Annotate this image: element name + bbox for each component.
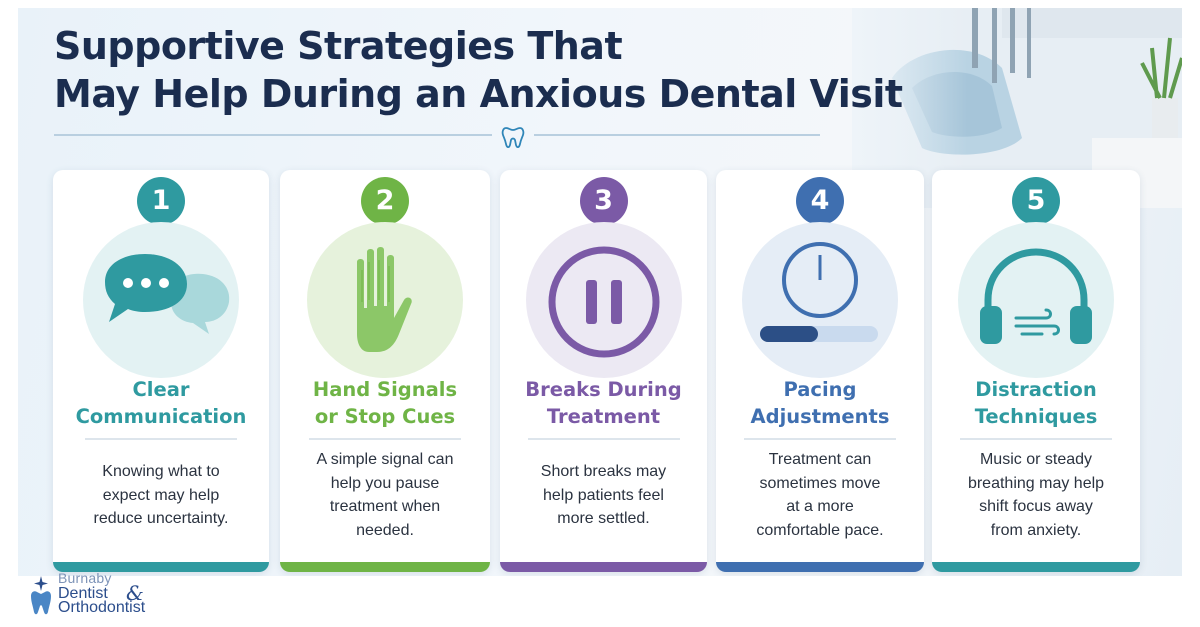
card-desc-line: A simple signal can: [316, 451, 454, 468]
card-title-line-2: Adjustments: [750, 405, 890, 428]
strategy-card-4: 4 Pacing Adjustments Treatment can somet…: [716, 170, 924, 572]
card-desc-line: comfortable pace.: [756, 521, 884, 539]
card-description: A simple signal can help you pause treat…: [290, 448, 480, 542]
card-accent-bar: [932, 562, 1140, 572]
strategy-card-5: 5 Distraction Techniques Music or steady…: [932, 170, 1140, 572]
title-line-1: Supportive Strategies That: [54, 24, 623, 68]
card-title: Clear Communication: [53, 376, 269, 430]
card-title-line-2: Treatment: [546, 405, 661, 428]
card-desc-line: at a more: [786, 498, 854, 515]
clock-icon: [760, 242, 878, 342]
card-description: Treatment can sometimes move at a more c…: [726, 448, 914, 542]
strategy-card-3: 3 Breaks During Treatment Short breaks m…: [500, 170, 707, 572]
pause-icon: [548, 246, 659, 358]
card-description: Music or steady breathing may help shift…: [942, 448, 1130, 542]
card-desc-line: from anxiety.: [990, 521, 1082, 539]
card-icon-circle: [958, 222, 1114, 378]
card-title-line-2: Techniques: [974, 405, 1098, 428]
card-icon-circle: [307, 222, 463, 378]
card-desc-line: shift focus away: [979, 498, 1093, 515]
card-title: Hand Signals or Stop Cues: [280, 376, 490, 430]
card-accent-bar: [280, 562, 490, 572]
card-title-line-1: Pacing: [783, 378, 857, 401]
card-separator: [309, 438, 461, 440]
card-icon-circle: [742, 222, 898, 378]
card-desc-line: help you pause: [330, 474, 440, 492]
card-accent-bar: [500, 562, 707, 572]
card-desc-line: breathing may help: [967, 474, 1105, 492]
logo-text-dentist: Dentist: [58, 585, 108, 602]
card-number-badge: 1: [137, 177, 185, 225]
card-desc-line: help patients feel: [543, 486, 664, 504]
card-separator: [744, 438, 896, 440]
logo-text-burnaby: Burnaby: [58, 570, 112, 586]
card-title: Breaks During Treatment: [500, 376, 707, 430]
card-number-badge: 3: [579, 177, 628, 225]
card-title: Pacing Adjustments: [716, 376, 924, 430]
strategy-card-1: 1 Clear Communication Knowing what to ex…: [53, 170, 269, 572]
card-desc-line: expect may help: [102, 486, 220, 504]
card-desc-line: sometimes move: [759, 474, 881, 492]
chat-bubbles-icon: [105, 254, 230, 334]
card-accent-bar: [716, 562, 924, 572]
card-icon-circle: [525, 222, 682, 378]
card-title-line-2: or Stop Cues: [314, 405, 456, 428]
card-accent-bar: [53, 562, 269, 572]
card-separator: [85, 438, 237, 440]
card-title-line-1: Clear: [132, 378, 190, 401]
card-number-badge: 4: [796, 177, 844, 225]
card-desc-line: reduce uncertainty.: [93, 510, 229, 527]
card-number-badge: 5: [1012, 177, 1060, 225]
card-desc-line: Music or steady: [979, 451, 1093, 468]
card-desc-line: Short breaks may: [540, 463, 667, 480]
logo-text-ampersand: &: [126, 581, 144, 605]
raised-hand-icon: [357, 247, 412, 352]
card-number-badge: 2: [361, 177, 409, 225]
card-title-line-1: Hand Signals: [312, 378, 458, 401]
card-title-line-2: Communication: [75, 405, 247, 428]
infographic-canvas: Supportive Strategies That May Help Duri…: [18, 8, 1182, 576]
card-desc-line: treatment when: [329, 498, 441, 515]
tooth-icon: [501, 127, 525, 149]
card-title-line-1: Breaks During: [525, 378, 682, 401]
card-desc-line: Knowing what to: [102, 463, 220, 480]
card-description: Short breaks may help patients feel more…: [510, 460, 697, 531]
title-divider-right: [534, 134, 820, 136]
card-title-line-1: Distraction: [975, 378, 1097, 401]
card-separator: [960, 438, 1112, 440]
title-divider-left: [54, 134, 492, 136]
strategy-card-2: 2 Hand Signals or Stop Cues A simple sig…: [280, 170, 490, 572]
card-separator: [527, 438, 680, 440]
card-description: Knowing what to expect may help reduce u…: [63, 460, 259, 531]
title-line-2: May Help During an Anxious Dental Visit: [54, 72, 903, 116]
clinic-logo: Burnaby Dentist & Orthodontist: [22, 566, 162, 624]
card-desc-line: needed.: [356, 521, 414, 539]
card-title: Distraction Techniques: [932, 376, 1140, 430]
logo-text-orthodontist: Orthodontist: [58, 599, 146, 616]
card-icon-circle: [83, 222, 239, 378]
page-title: Supportive Strategies That May Help Duri…: [54, 22, 914, 118]
card-desc-line: more settled.: [557, 510, 650, 527]
card-desc-line: Treatment can: [768, 451, 872, 468]
tooth-star-logo-icon: [31, 576, 51, 615]
headphones-icon: [980, 248, 1092, 344]
